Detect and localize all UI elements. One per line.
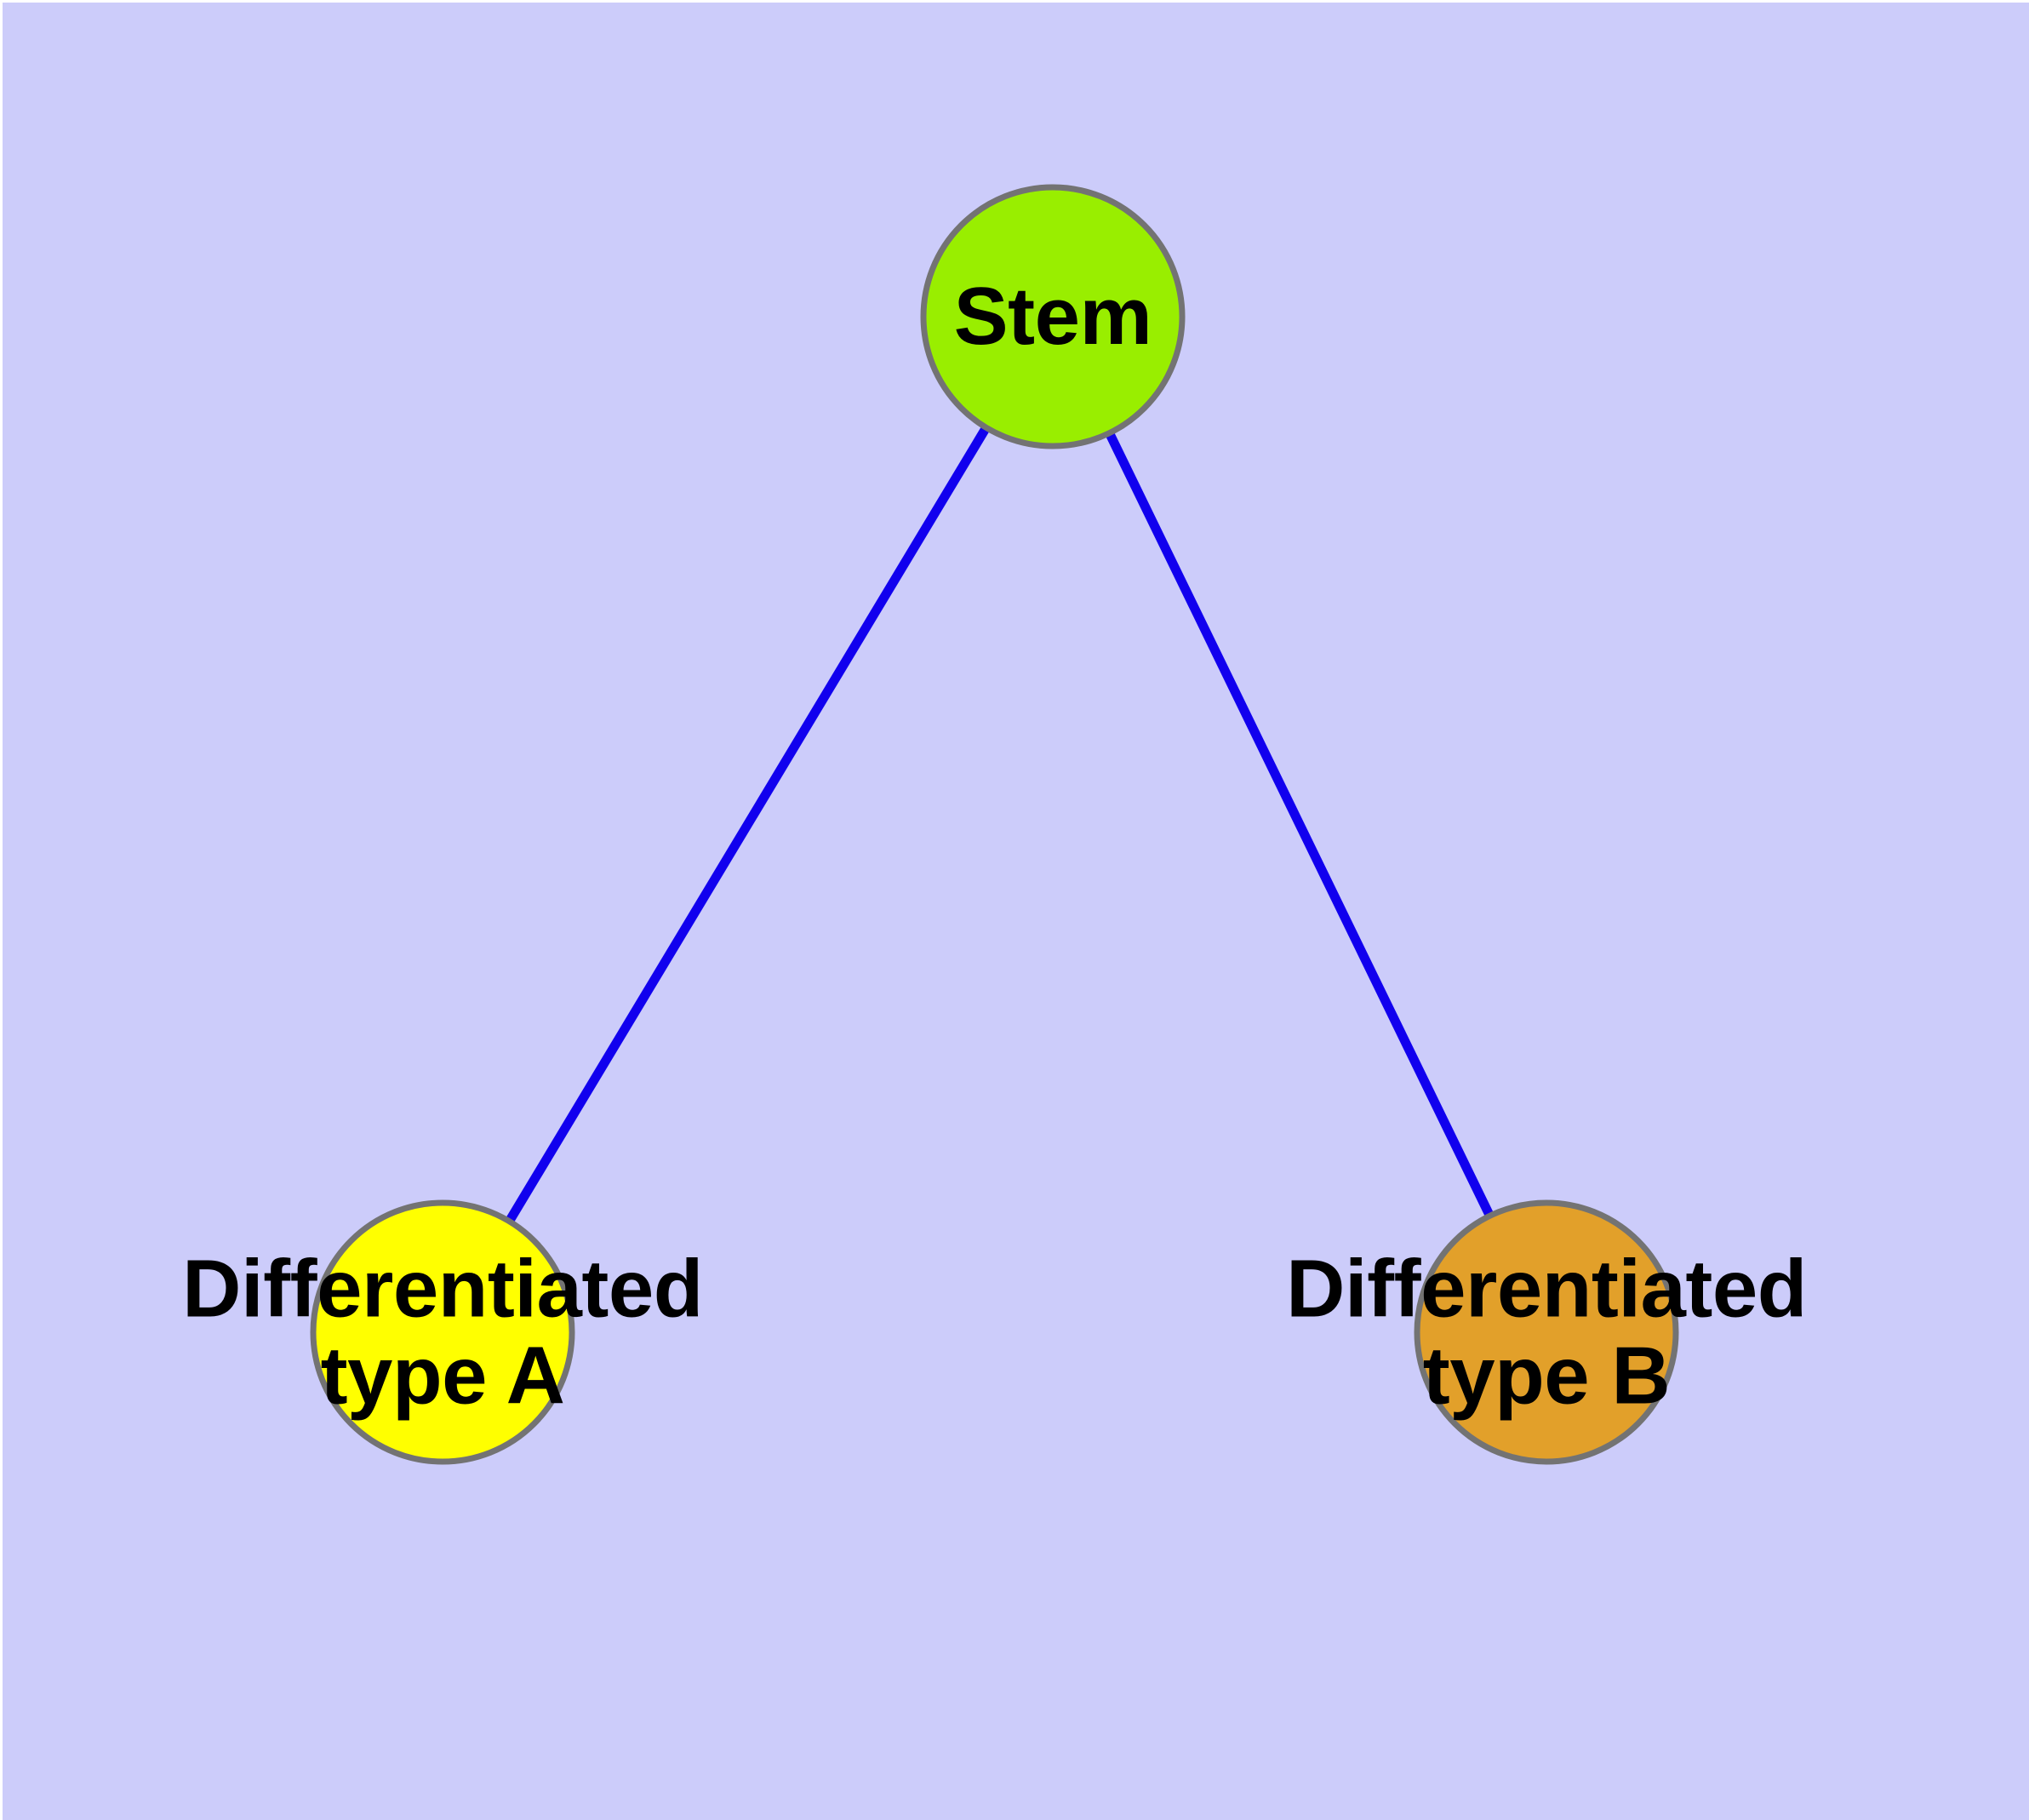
graph-node-stem[interactable] [920,184,1186,449]
graph-node-diff_a[interactable] [310,1199,575,1465]
nodes-group [310,184,1679,1465]
graph-edge-stem-diff_b[interactable] [1049,314,1551,1335]
graph-node-diff_b[interactable] [1414,1199,1679,1465]
edges-group [438,314,1551,1335]
graph-edge-stem-diff_a[interactable] [438,314,1057,1335]
